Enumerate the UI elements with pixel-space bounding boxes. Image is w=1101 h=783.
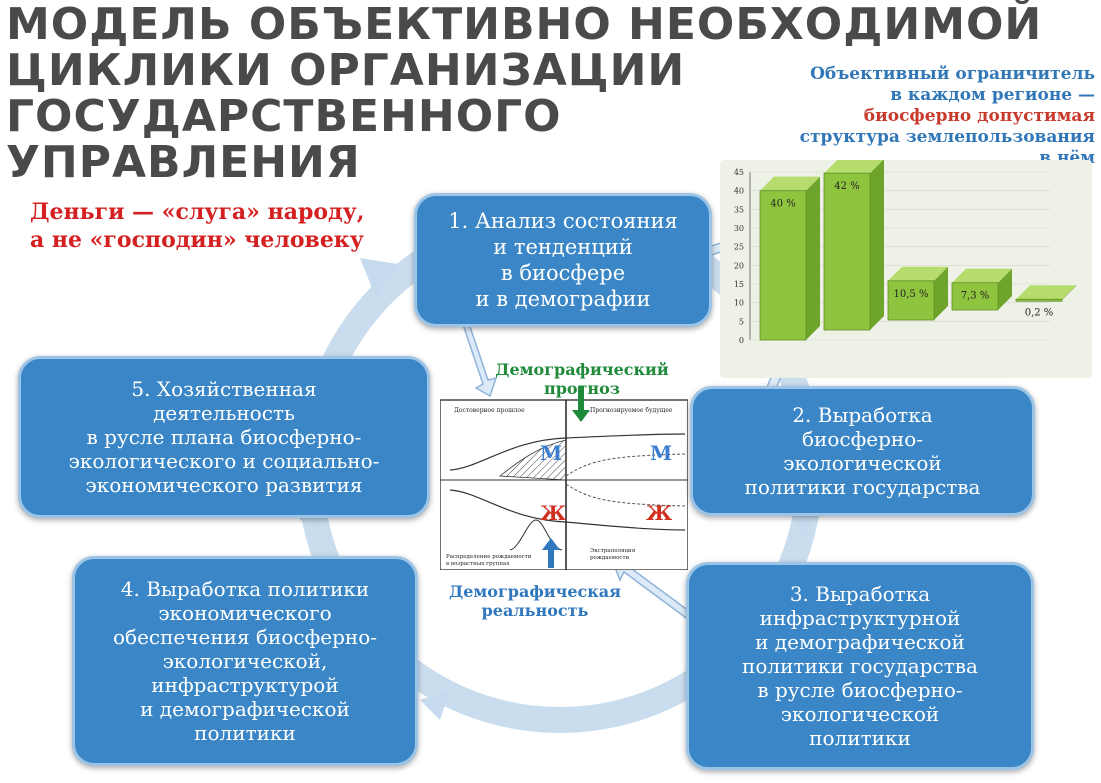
future-label: Прогнозируемое будущее	[590, 407, 673, 414]
label-line: Демографический	[482, 360, 682, 379]
step-line: 4. Выработка политики	[75, 577, 415, 601]
step-line: 1. Анализ состояния	[417, 208, 709, 234]
step-line: и демографической	[75, 697, 415, 721]
label-line: Демографическая	[430, 582, 640, 601]
bar-value-label: 0,2 %	[1025, 307, 1054, 318]
step-line: обеспечения биосферно-	[75, 625, 415, 649]
label-line: реальность	[430, 601, 640, 620]
step-line: в биосфере	[417, 260, 709, 286]
step-line: политики государства	[693, 475, 1032, 499]
step-line: политики	[689, 726, 1031, 750]
bar-value-label: 42 %	[834, 181, 859, 192]
step-4-box: 4. Выработка политики экономического обе…	[72, 556, 418, 766]
y-tick-label: 15	[734, 280, 744, 289]
step-line: биосферно-	[693, 427, 1032, 451]
step-line: деятельность	[21, 401, 427, 425]
step-line: в русле биосферно-	[689, 678, 1031, 702]
demographic-reality-label: Демографическая реальность	[430, 582, 640, 620]
y-tick-label: 35	[734, 205, 744, 214]
bar-value-label: 10,5 %	[894, 289, 929, 300]
step-line: 2. Выработка	[693, 403, 1032, 427]
y-tick-label: 0	[739, 336, 744, 345]
step-line: экологического и социально-	[21, 449, 427, 473]
graph-frame	[440, 400, 688, 570]
step-line: инфраструктурной	[689, 606, 1031, 630]
bar	[1016, 299, 1062, 301]
step-line: экономического	[75, 601, 415, 625]
step-line: 5. Хозяйственная	[21, 377, 427, 401]
demography-graph: Достоверное прошлое Прогнозируемое будущ…	[440, 380, 688, 570]
step-line: экологической,	[75, 649, 415, 673]
step-line: инфраструктурой	[75, 673, 415, 697]
bar-side	[806, 177, 820, 340]
y-tick-label: 5	[739, 317, 744, 326]
step-2-box: 2. Выработка биосферно- экологической по…	[690, 386, 1035, 516]
bar	[888, 281, 934, 320]
step-line: 3. Выработка	[689, 582, 1031, 606]
label-line: прогноз	[482, 379, 682, 398]
y-tick-label: 10	[734, 299, 744, 308]
female-label: Ж	[540, 501, 567, 525]
y-tick-label: 40	[734, 187, 744, 196]
step-line: экологической	[689, 702, 1031, 726]
step-3-box: 3. Выработка инфраструктурной и демограф…	[686, 562, 1034, 770]
extrapolation-label: рождаемости	[590, 555, 630, 561]
step-line: и в демографии	[417, 286, 709, 312]
step-5-box: 5. Хозяйственная деятельность в русле пл…	[18, 356, 430, 518]
y-tick-label: 20	[734, 261, 744, 270]
distribution-label: в возрастных группах	[446, 561, 510, 567]
demographic-forecast-label: Демографический прогноз	[482, 360, 682, 398]
step-line: в русле плана биосферно-	[21, 425, 427, 449]
y-tick-label: 45	[734, 168, 744, 177]
male-label: М	[650, 441, 672, 465]
step-1-box: 1. Анализ состояния и тенденций в биосфе…	[414, 193, 712, 327]
step-line: и демографической	[689, 630, 1031, 654]
past-label: Достоверное прошлое	[454, 407, 525, 414]
bar-top	[1016, 285, 1076, 299]
bar-value-label: 7,3 %	[961, 291, 990, 302]
bar-side	[870, 160, 884, 330]
bar	[760, 191, 806, 340]
bar-value-label: 40 %	[770, 199, 795, 210]
land-use-bar-chart: 0 5 10 15 20 25 30 35 40 45 40 % 42 % 10,5 % 7,3 % 0,2…	[720, 160, 1092, 378]
extrapolation-label: Экстраполяция	[590, 548, 636, 554]
step-line: политики государства	[689, 654, 1031, 678]
bar	[824, 173, 870, 330]
y-tick-label: 30	[734, 224, 744, 233]
step-line: экономического развития	[21, 473, 427, 497]
step-line: экологической	[693, 451, 1032, 475]
female-label: Ж	[646, 501, 673, 525]
step-line: и тенденций	[417, 234, 709, 260]
step-line: политики	[75, 721, 415, 745]
y-tick-label: 25	[734, 243, 744, 252]
male-label: М	[540, 441, 562, 465]
distribution-label: Распределение рождаемости	[446, 554, 532, 560]
